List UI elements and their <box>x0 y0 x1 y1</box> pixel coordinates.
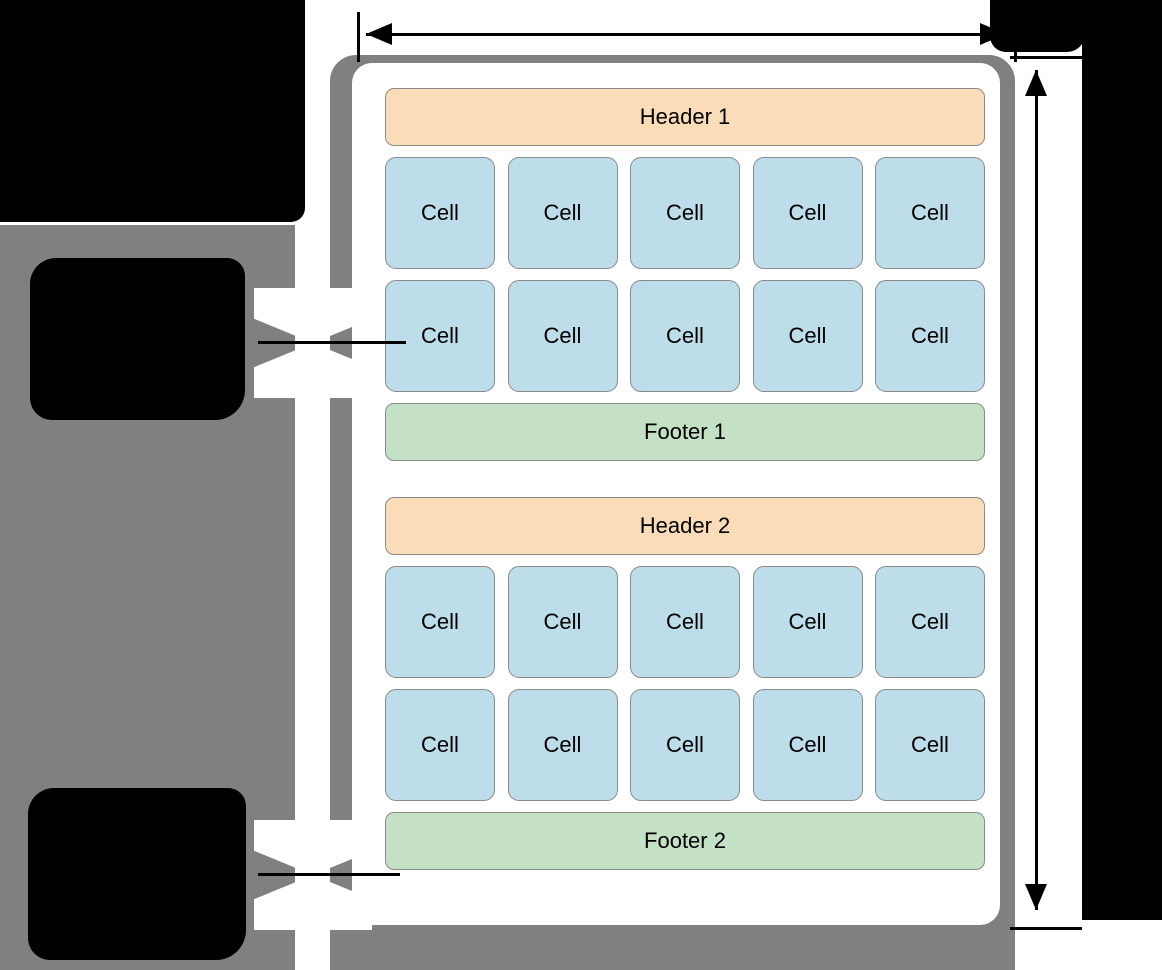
redaction-block-bottom-left <box>28 788 246 960</box>
cell-item[interactable]: Cell <box>752 157 863 269</box>
section-2: Header 2 Cell Cell Cell Cell Cell Cell C… <box>385 497 985 870</box>
section-header-1[interactable]: Header 1 <box>385 88 985 146</box>
section-1: Header 1 Cell Cell Cell Cell Cell Cell C… <box>385 88 985 461</box>
cell-item[interactable]: Cell <box>752 280 863 392</box>
cell-item[interactable]: Cell <box>630 566 740 678</box>
height-dim-line <box>1035 70 1038 910</box>
width-dim-line <box>366 33 1006 36</box>
cell-item[interactable]: Cell <box>507 566 618 678</box>
height-dim-tick-top <box>1010 56 1082 59</box>
redaction-block-mid-left <box>30 258 245 420</box>
cell-item[interactable]: Cell <box>385 157 495 269</box>
cell-row: Cell Cell Cell Cell Cell <box>385 280 985 392</box>
cell-item[interactable]: Cell <box>385 689 495 801</box>
redaction-block-top-left <box>0 0 305 222</box>
cell-item[interactable]: Cell <box>875 689 985 801</box>
cell-row: Cell Cell Cell Cell Cell <box>385 689 985 801</box>
section-header-2[interactable]: Header 2 <box>385 497 985 555</box>
cell-item[interactable]: Cell <box>875 157 985 269</box>
cell-item[interactable]: Cell <box>507 280 618 392</box>
cell-row: Cell Cell Cell Cell Cell <box>385 566 985 678</box>
callout-leader-line-lower <box>258 873 400 876</box>
section-footer-2[interactable]: Footer 2 <box>385 812 985 870</box>
cell-item[interactable]: Cell <box>752 689 863 801</box>
measurement-column-white <box>1015 0 1082 935</box>
width-dim-arrowhead-left <box>366 23 392 45</box>
width-dim-arrowhead-right <box>980 23 1006 45</box>
cell-item[interactable]: Cell <box>507 689 618 801</box>
height-dim-arrowhead-top <box>1025 70 1047 96</box>
cell-item[interactable]: Cell <box>385 280 495 392</box>
cell-item[interactable]: Cell <box>630 157 740 269</box>
width-dim-tick-right <box>1014 12 1017 62</box>
cell-row: Cell Cell Cell Cell Cell <box>385 157 985 269</box>
height-dim-arrowhead-bottom <box>1025 884 1047 910</box>
cell-item[interactable]: Cell <box>875 566 985 678</box>
callout-leader-line-upper <box>258 341 406 344</box>
cell-item[interactable]: Cell <box>875 280 985 392</box>
collection-view-content: Header 1 Cell Cell Cell Cell Cell Cell C… <box>385 88 985 903</box>
cell-item[interactable]: Cell <box>630 280 740 392</box>
redaction-block-right <box>1082 0 1162 920</box>
height-dim-tick-bottom <box>1010 927 1082 930</box>
cell-item[interactable]: Cell <box>507 157 618 269</box>
cell-item[interactable]: Cell <box>752 566 863 678</box>
section-footer-1[interactable]: Footer 1 <box>385 403 985 461</box>
cell-item[interactable]: Cell <box>385 566 495 678</box>
width-dim-tick-left <box>357 12 360 62</box>
cell-item[interactable]: Cell <box>630 689 740 801</box>
